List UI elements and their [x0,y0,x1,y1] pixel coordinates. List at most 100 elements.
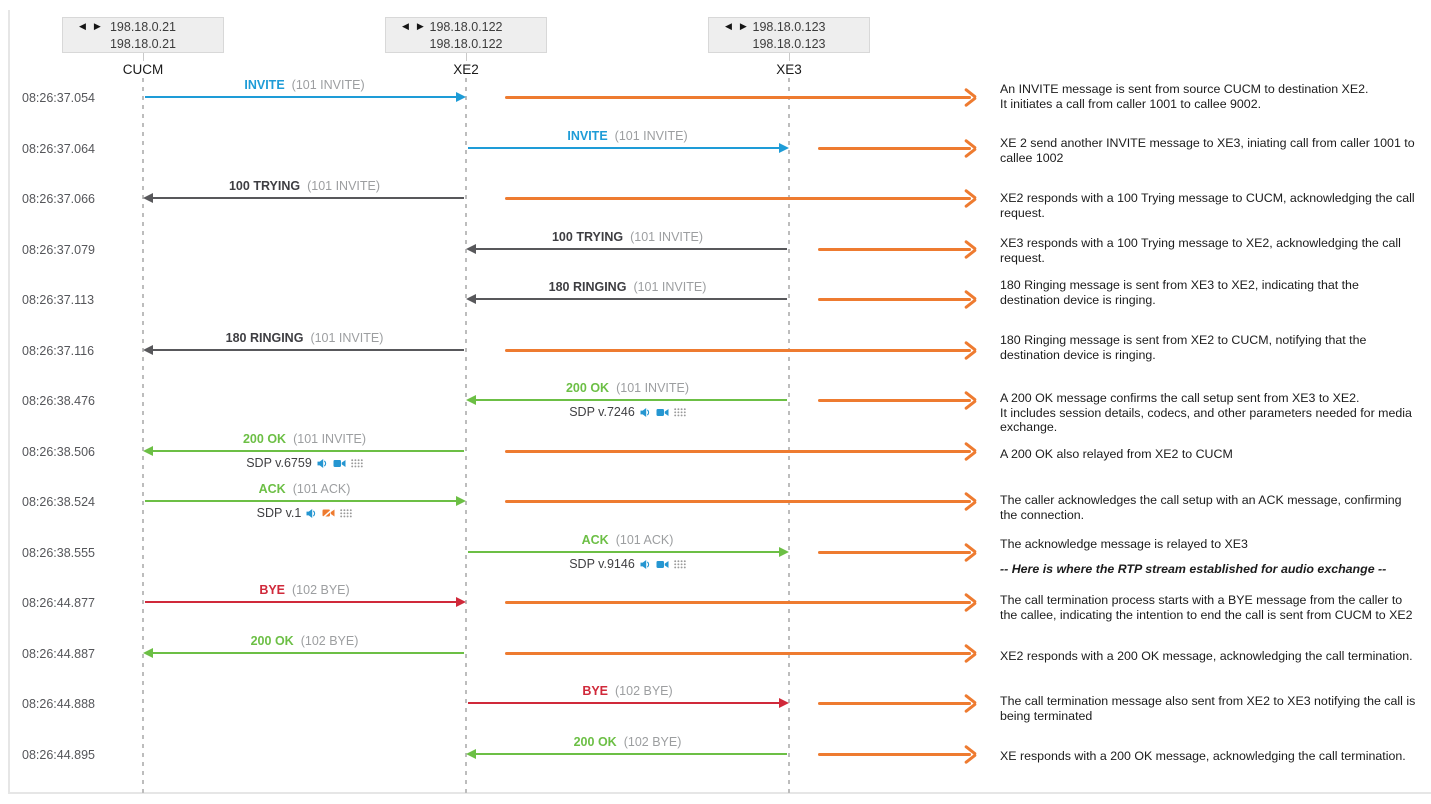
timestamp: 08:26:44.888 [22,697,95,711]
speaker-icon [306,508,317,519]
node-tick [142,53,144,61]
rtp-stream-note: -- Here is where the RTP stream establis… [1000,562,1387,576]
node-nav[interactable]: ◀ ▶ [402,21,424,32]
annotation-text: A 200 OK also relayed from XE2 to CUCM [1000,447,1233,461]
sdp-info: SDP v.7246 [467,405,788,419]
message-label: BYE(102 BYE) [467,684,788,698]
annotation-arrow-icon [818,245,975,253]
annotation-arrow-icon [818,548,975,556]
speaker-icon [640,407,651,418]
prev-node-icon[interactable]: ◀ [79,21,86,31]
arrow-line [145,96,464,98]
next-node-icon[interactable]: ▶ [416,21,424,31]
arrow-line [468,298,787,300]
next-node-icon[interactable]: ▶ [739,21,747,31]
annotation-arrow-icon [505,598,975,606]
sip-detail: (102 BYE) [300,634,359,648]
next-node-icon[interactable]: ▶ [93,21,101,31]
annotation-arrow-icon [505,447,975,455]
node-box[interactable]: ◀ ▶ 198.18.0.21 198.18.0.21 [62,17,224,53]
node-tick [788,53,790,61]
arrowhead-icon [466,394,476,405]
sip-method: BYE [582,684,609,698]
arrow-line [145,197,464,199]
arrow-line [468,551,787,553]
timestamp: 08:26:38.524 [22,495,95,509]
speaker-icon [640,559,651,570]
timestamp: 08:26:38.555 [22,546,95,560]
message-label: ACK (101 ACK) [144,482,465,496]
annotation-arrow-icon [505,346,975,354]
arrowhead-icon [456,596,466,607]
arrow-line [145,652,464,654]
arrowhead-icon [466,748,476,759]
message-label: 180 RINGING(101 INVITE) [467,280,788,294]
sip-method: 200 OK [565,381,610,395]
node-box[interactable]: ◀ ▶ 198.18.0.123 198.18.0.123 [708,17,870,53]
annotation-arrow-icon [818,750,975,758]
annotation-text: XE responds with a 200 OK message, ackno… [1000,749,1406,763]
sip-detail: (102 BYE) [623,735,682,749]
node-nav[interactable]: ◀ ▶ [79,21,101,32]
arrowhead-icon [143,192,153,203]
sip-method: INVITE [567,129,608,143]
arrowhead-icon [779,546,789,557]
sip-detail: (101 ACK) [292,482,351,496]
lifeline-cucm [142,78,144,794]
message-label: 100 TRYING(101 INVITE) [144,179,465,193]
sip-detail: (101 INVITE) [614,129,688,143]
arrow-line [145,601,464,603]
timestamp: 08:26:37.054 [22,91,95,105]
timestamp: 08:26:37.116 [22,344,95,358]
annotation-arrow-icon [505,649,975,657]
annotation-text: XE3 responds with a 100 Trying message t… [1000,236,1401,265]
annotation-arrow-icon [818,396,975,404]
sip-detail: (101 INVITE) [616,381,690,395]
video-camera-icon [333,459,346,468]
prev-node-icon[interactable]: ◀ [402,21,409,31]
timestamp: 08:26:44.887 [22,647,95,661]
message-label: ACK (101 ACK) [467,533,788,547]
sip-detail: (101 ACK) [615,533,674,547]
sip-method: 100 TRYING [228,179,301,193]
sdp-info: SDP v.1 [144,506,465,520]
dots-grid-icon [674,559,686,569]
arrow-line [468,147,787,149]
node-box[interactable]: ◀ ▶ 198.18.0.122 198.18.0.122 [385,17,547,53]
node-label: XE3 [776,62,802,77]
arrowhead-icon [456,91,466,102]
sip-method: ACK [581,533,609,547]
arrowhead-icon [456,495,466,506]
annotation-text: XE 2 send another INVITE message to XE3,… [1000,136,1415,165]
arrow-line [468,753,787,755]
sip-method: 200 OK [250,634,294,648]
prev-node-icon[interactable]: ◀ [725,21,732,31]
sdp-label: SDP v.6759 [246,456,312,470]
arrowhead-icon [143,344,153,355]
sip-method: 200 OK [242,432,287,446]
arrowhead-icon [143,647,153,658]
timestamp: 08:26:38.476 [22,394,95,408]
sip-method: BYE [259,583,286,597]
arrow-line [145,450,464,452]
arrow-line [468,248,787,250]
message-label: INVITE (101 INVITE) [467,129,788,143]
annotation-arrow-icon [505,93,975,101]
message-label: BYE(102 BYE) [144,583,465,597]
arrow-line [145,349,464,351]
sip-method: ACK [258,482,286,496]
timestamp: 08:26:37.066 [22,192,95,206]
timestamp: 08:26:37.113 [22,293,95,307]
timestamp: 08:26:37.064 [22,142,95,156]
timestamp: 08:26:44.877 [22,596,95,610]
node-nav[interactable]: ◀ ▶ [725,21,747,32]
node-cucm: ◀ ▶ 198.18.0.21 198.18.0.21 CUCM [62,17,224,77]
message-label: 200 OK (101 INVITE) [467,381,788,395]
sip-detail: (101 INVITE) [293,432,367,446]
node-ip-line1: 198.18.0.122 [429,20,503,34]
node-ip-line1: 198.18.0.123 [752,20,826,34]
sip-detail: (101 INVITE) [310,331,384,345]
dots-grid-icon [351,458,363,468]
timestamp: 08:26:37.079 [22,243,95,257]
